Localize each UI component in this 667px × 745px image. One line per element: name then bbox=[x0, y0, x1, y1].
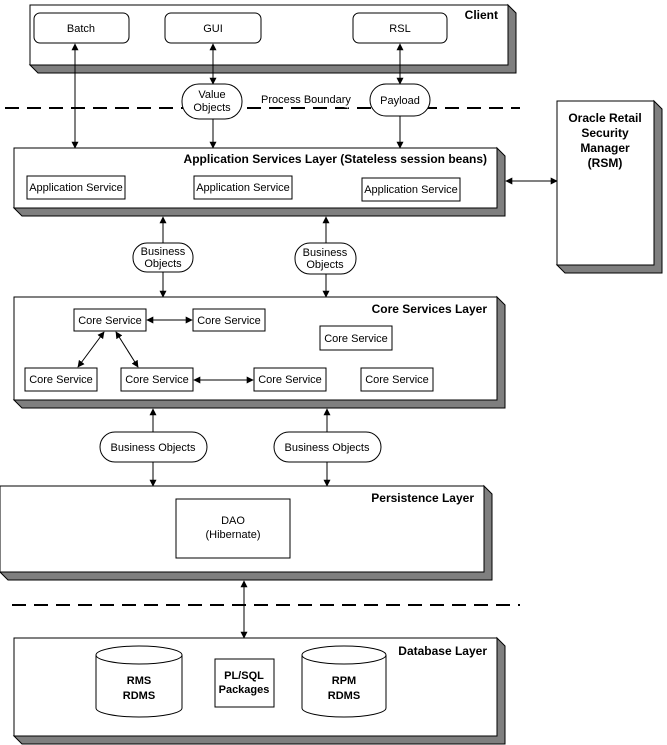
app-layer-title: Application Services Layer (Stateless se… bbox=[184, 152, 487, 166]
value-objects-line1: Value bbox=[198, 89, 225, 101]
arrow-cs1-cs4 bbox=[77, 331, 105, 368]
rpm-line2: RDMS bbox=[328, 690, 360, 702]
plsql-line2: Packages bbox=[219, 684, 270, 696]
arrow-cs1-cs5 bbox=[115, 331, 139, 368]
gui-box bbox=[164, 12, 262, 44]
core-service-4-label: Core Service bbox=[29, 374, 93, 386]
database-layer: Database Layer RMS RDMS PL/SQL Packages … bbox=[12, 636, 506, 745]
bo-lower-right-label: Business Objects bbox=[285, 442, 370, 454]
rsl-box bbox=[352, 12, 448, 44]
core-service-5-label: Core Service bbox=[125, 374, 189, 386]
rms-database-cylinder: RMS RDMS bbox=[95, 645, 183, 718]
database-layer-title: Database Layer bbox=[398, 644, 487, 658]
business-objects-upper-left: Business Objects bbox=[132, 242, 194, 273]
rsl-label: RSL bbox=[389, 23, 410, 35]
gui-label: GUI bbox=[203, 23, 223, 35]
dao-line2: (Hibernate) bbox=[205, 529, 260, 541]
core-service-4 bbox=[24, 367, 98, 392]
core-service-1 bbox=[73, 308, 147, 332]
client-layer: Client Batch GUI RSL bbox=[28, 3, 517, 74]
core-services-layer: Core Services Layer Core Service Core Se… bbox=[12, 295, 506, 409]
core-service-1-label: Core Service bbox=[78, 315, 142, 327]
core-service-7 bbox=[360, 367, 434, 392]
application-service-3 bbox=[361, 177, 461, 202]
rpm-database-cylinder: RPM RDMS bbox=[301, 645, 387, 718]
business-objects-lower-right: Business Objects bbox=[273, 431, 382, 463]
bo-upper-left-line2: Objects bbox=[144, 258, 182, 270]
client-layer-title: Client bbox=[465, 8, 498, 22]
application-services-layer: Application Services Layer (Stateless se… bbox=[12, 146, 506, 217]
bo-lower-left-label: Business Objects bbox=[111, 442, 196, 454]
plsql-line1: PL/SQL bbox=[224, 670, 264, 682]
core-service-7-label: Core Service bbox=[365, 374, 429, 386]
payload-label: Payload bbox=[380, 95, 420, 107]
process-boundary-label: Process Boundary bbox=[261, 94, 351, 106]
value-objects-node: Value Objects bbox=[181, 83, 243, 120]
application-service-1-label: Application Service bbox=[29, 182, 123, 194]
application-service-2-label: Application Service bbox=[196, 182, 290, 194]
bo-upper-right-line1: Business bbox=[303, 247, 348, 259]
business-objects-upper-right: Business Objects bbox=[294, 242, 357, 275]
core-layer-title: Core Services Layer bbox=[372, 302, 488, 316]
bo-upper-left-line1: Business bbox=[141, 246, 186, 258]
value-objects-line2: Objects bbox=[193, 102, 231, 114]
dao-box bbox=[175, 498, 291, 559]
core-service-2-label: Core Service bbox=[197, 315, 261, 327]
core-service-3 bbox=[319, 325, 393, 351]
business-objects-lower-left: Business Objects bbox=[99, 431, 208, 463]
core-service-5 bbox=[120, 367, 194, 392]
core-service-2 bbox=[192, 308, 266, 332]
rms-line1: RMS bbox=[127, 675, 151, 687]
application-service-1 bbox=[26, 175, 126, 200]
core-service-6 bbox=[253, 367, 327, 392]
rsm-line4: (RSM) bbox=[588, 156, 623, 170]
dao-line1: DAO bbox=[221, 515, 245, 527]
payload-node: Payload bbox=[369, 83, 431, 117]
plsql-packages-box bbox=[214, 658, 275, 708]
persistence-layer-title: Persistence Layer bbox=[371, 491, 474, 505]
persistence-layer: Persistence Layer DAO (Hibernate) bbox=[0, 484, 493, 581]
application-service-3-label: Application Service bbox=[364, 184, 458, 196]
bo-upper-right-line2: Objects bbox=[306, 259, 344, 271]
rms-line2: RDMS bbox=[123, 690, 155, 702]
rsm-line2: Security bbox=[581, 126, 629, 140]
core-service-3-label: Core Service bbox=[324, 333, 388, 345]
rsm-line1: Oracle Retail bbox=[568, 111, 641, 125]
rsm-line3: Manager bbox=[580, 141, 630, 155]
application-service-2 bbox=[193, 175, 293, 200]
batch-label: Batch bbox=[67, 23, 95, 35]
rpm-line1: RPM bbox=[332, 675, 356, 687]
rsm-box: Oracle Retail Security Manager (RSM) bbox=[555, 99, 663, 274]
batch-box bbox=[33, 12, 130, 44]
core-service-6-label: Core Service bbox=[258, 374, 322, 386]
